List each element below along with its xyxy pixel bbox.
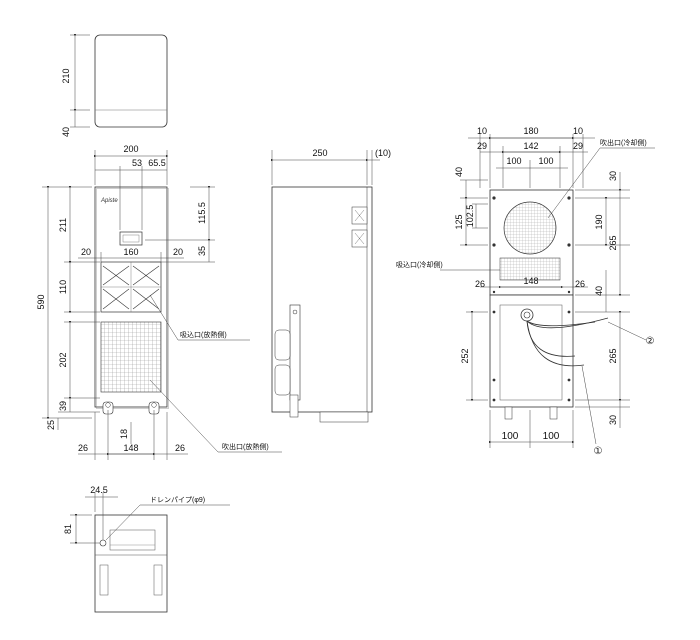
dim-front-211: 211	[58, 218, 68, 232]
fan-grille-cool	[503, 201, 557, 255]
callout-2: ②	[646, 336, 655, 347]
dim-front-25: 25	[46, 420, 56, 430]
dim-back-190: 190	[594, 214, 604, 229]
dim-back-29a: 29	[477, 141, 487, 151]
dim-back-29b: 29	[573, 141, 583, 151]
dim-front-202: 202	[58, 352, 68, 367]
dim-front-26a: 26	[78, 443, 88, 453]
dim-back-26a: 26	[475, 279, 485, 289]
dim-front-160: 160	[123, 247, 138, 257]
dim-back-100a: 100	[506, 156, 521, 166]
dim-back-30bot: 30	[608, 415, 618, 425]
callout-1: ①	[594, 446, 603, 457]
dim-back-265a: 265	[608, 235, 618, 250]
dim-back-40: 40	[454, 167, 464, 177]
dim-back-100b: 100	[538, 156, 553, 166]
dim-bottom-24-5: 24.5	[90, 485, 108, 495]
bottom-view: 24.5 81 ドレンパイプ(φ9)	[63, 485, 230, 613]
front-view: Apiste	[36, 144, 282, 460]
dim-back-100c: 100	[502, 431, 519, 442]
dim-top-210: 210	[61, 68, 71, 83]
brand-logo: Apiste	[100, 198, 118, 204]
label-outlet-heat: 吹出口(放熱側)	[222, 442, 269, 451]
dim-front-35: 35	[197, 246, 207, 256]
back-view: 10 180 10 29 142 29 100 100 吹出口(冷却側) 40 …	[396, 126, 655, 457]
dim-back-142: 142	[523, 141, 538, 151]
dim-back-180: 180	[523, 126, 538, 136]
dim-front-53: 53	[132, 158, 142, 168]
intake-grille-cool	[499, 257, 561, 281]
dim-back-148: 148	[523, 276, 538, 286]
side-view: 250 (10)	[270, 148, 391, 423]
dim-back-125: 125	[454, 214, 464, 229]
dim-back-30top: 30	[608, 171, 618, 181]
label-outlet-cool: 吹出口(冷却側)	[600, 138, 647, 147]
dim-back-40b: 40	[594, 286, 604, 296]
dim-side-10: (10)	[375, 148, 391, 158]
label-drain-pipe: ドレンパイプ(φ9)	[150, 496, 205, 504]
label-suction-cool: 吸込口(冷却側)	[396, 260, 443, 269]
dim-back-102-5: 102.5	[465, 205, 475, 228]
dim-back-100d: 100	[543, 431, 560, 442]
dim-back-252: 252	[460, 348, 470, 363]
dim-front-20b: 20	[173, 247, 183, 257]
dim-front-110: 110	[58, 280, 68, 294]
label-suction-heat: 吸込口(放熱側)	[180, 330, 227, 339]
dim-top-40: 40	[61, 127, 71, 137]
display-panel	[119, 231, 143, 246]
dim-back-10b: 10	[573, 126, 583, 136]
dim-front-200: 200	[123, 144, 138, 154]
dim-front-115-5: 115.5	[197, 202, 207, 224]
dim-front-26b: 26	[175, 443, 185, 453]
dim-front-148: 148	[123, 443, 138, 453]
top-view: 210 40	[61, 33, 168, 137]
dim-front-65-5: 65.5	[148, 158, 166, 168]
dim-bottom-81: 81	[63, 524, 73, 534]
dim-back-265b: 265	[608, 348, 618, 363]
bottom-view-body	[94, 514, 168, 613]
dim-front-20a: 20	[81, 247, 91, 257]
dim-back-26b: 26	[575, 279, 585, 289]
dim-front-39: 39	[58, 401, 68, 411]
outlet-grille-heat	[100, 321, 162, 393]
dim-front-590: 590	[36, 294, 46, 309]
dim-front-18: 18	[119, 429, 129, 439]
dim-back-10a: 10	[477, 126, 487, 136]
dim-side-250: 250	[312, 148, 327, 158]
top-view-body	[94, 34, 168, 128]
drain-pipe-icon	[99, 539, 107, 547]
